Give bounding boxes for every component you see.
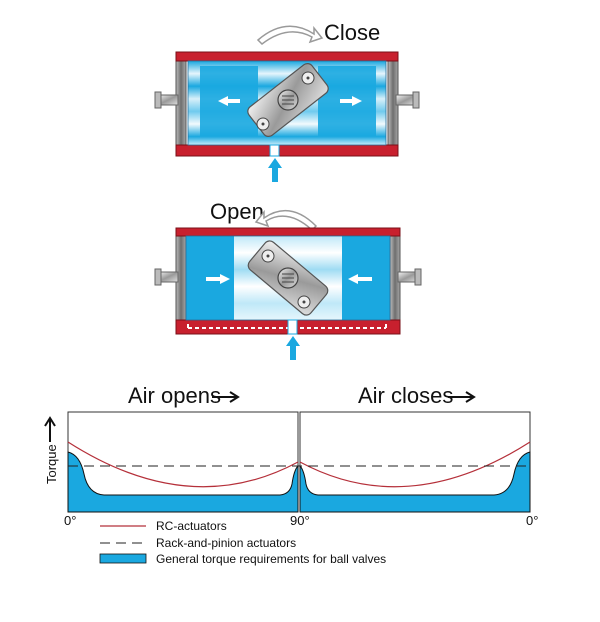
- right-title-arrow-icon: [448, 391, 476, 403]
- right-bolt: [397, 268, 422, 286]
- close-diagram: Close: [154, 20, 420, 182]
- legend-swatch-ball-valve: [99, 553, 147, 564]
- right-bolt: [395, 91, 420, 109]
- rc-actuator-curve-left: [67, 441, 299, 488]
- legend-label-rack: Rack-and-pinion actuators: [156, 536, 296, 550]
- cylinder-bottom-wall: [175, 144, 399, 157]
- ball-valve-torque-area-right: [299, 451, 531, 513]
- right-push-arrow-icon: [340, 96, 362, 106]
- y-axis-label: Torque: [44, 444, 59, 484]
- open-diagram: Open: [154, 199, 422, 360]
- x-tick-start: 0°: [64, 513, 76, 528]
- rotate-counterclockwise-arrow-icon: [254, 209, 318, 232]
- rc-actuator-curve-right: [299, 441, 531, 488]
- legend-label-ball-valve: General torque requirements for ball val…: [156, 552, 386, 566]
- x-tick-middle: 90°: [290, 513, 310, 528]
- left-panel-title: Air opens: [128, 383, 221, 408]
- left-push-arrow-icon: [218, 96, 240, 106]
- left-push-arrow-icon: [206, 274, 230, 284]
- left-bolt: [154, 268, 179, 286]
- y-axis-arrow-icon: [44, 416, 56, 442]
- left-title-arrow-icon: [212, 391, 240, 403]
- cylinder-top-wall: [175, 227, 401, 237]
- legend-label-rc: RC-actuators: [156, 519, 227, 533]
- air-inlet-port: [287, 319, 298, 335]
- ball-valve-torque-area-left: [67, 451, 299, 513]
- x-tick-end: 0°: [526, 513, 538, 528]
- open-label: Open: [210, 199, 264, 224]
- right-push-arrow-icon: [348, 274, 372, 284]
- torque-chart: Air opens Air closes Torque 0° 90° 0°: [44, 383, 538, 528]
- air-channel: [187, 324, 387, 329]
- right-panel-title: Air closes: [358, 383, 453, 408]
- cylinder-top-wall: [175, 51, 399, 62]
- close-label: Close: [324, 20, 380, 45]
- air-inlet-port: [269, 144, 280, 157]
- left-bolt: [154, 91, 179, 109]
- legend: RC-actuators Rack-and-pinion actuators G…: [99, 519, 386, 566]
- air-inlet-arrow-icon: [268, 158, 282, 182]
- rotate-clockwise-arrow-icon: [256, 25, 324, 45]
- air-inlet-arrow-icon: [286, 336, 300, 360]
